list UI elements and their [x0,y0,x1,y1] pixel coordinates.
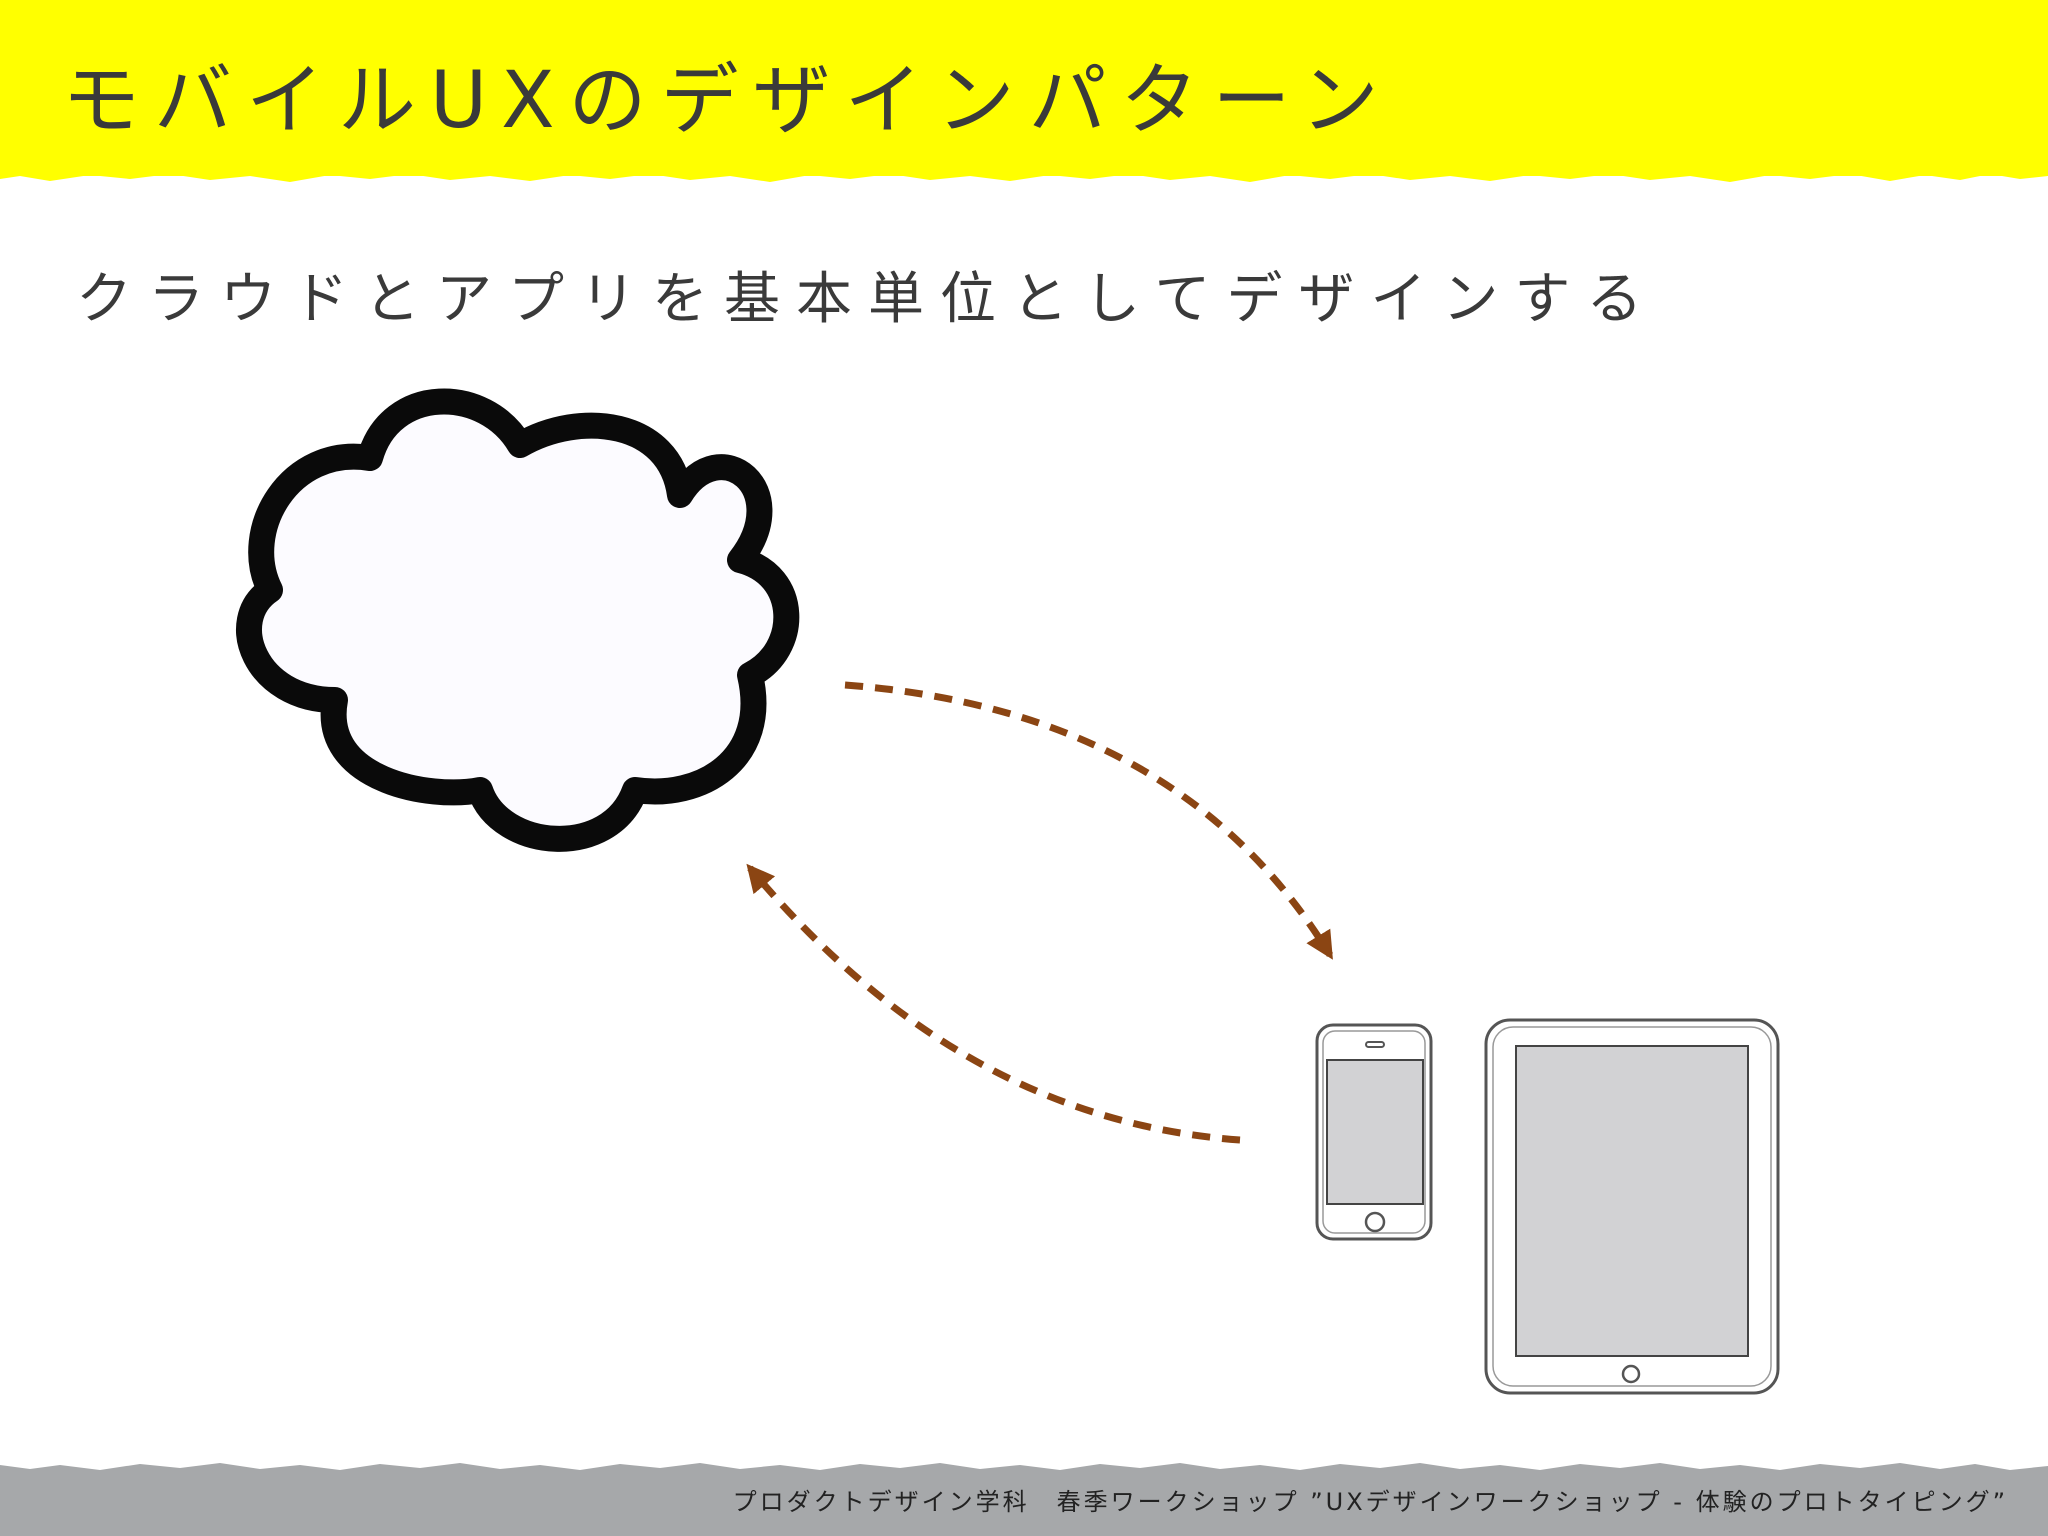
header-band [0,0,2048,176]
smartphone-icon [1315,1023,1433,1241]
slide-title: モバイルUXのデザインパターン [62,56,1393,146]
cloud-icon [236,388,800,852]
arrow-device-to-cloud [746,863,1241,1144]
footer-band [0,1470,2048,1536]
slide-subtitle: クラウドとアプリを基本単位としてデザインする [76,267,1659,332]
tablet-icon [1484,1018,1780,1395]
footer-text: プロダクトデザイン学科 春季ワークショップ ”UXデザインワークショップ - 体… [732,1488,2008,1516]
arrow-cloud-to-device [844,681,1333,960]
header-torn-edge [0,160,2048,182]
